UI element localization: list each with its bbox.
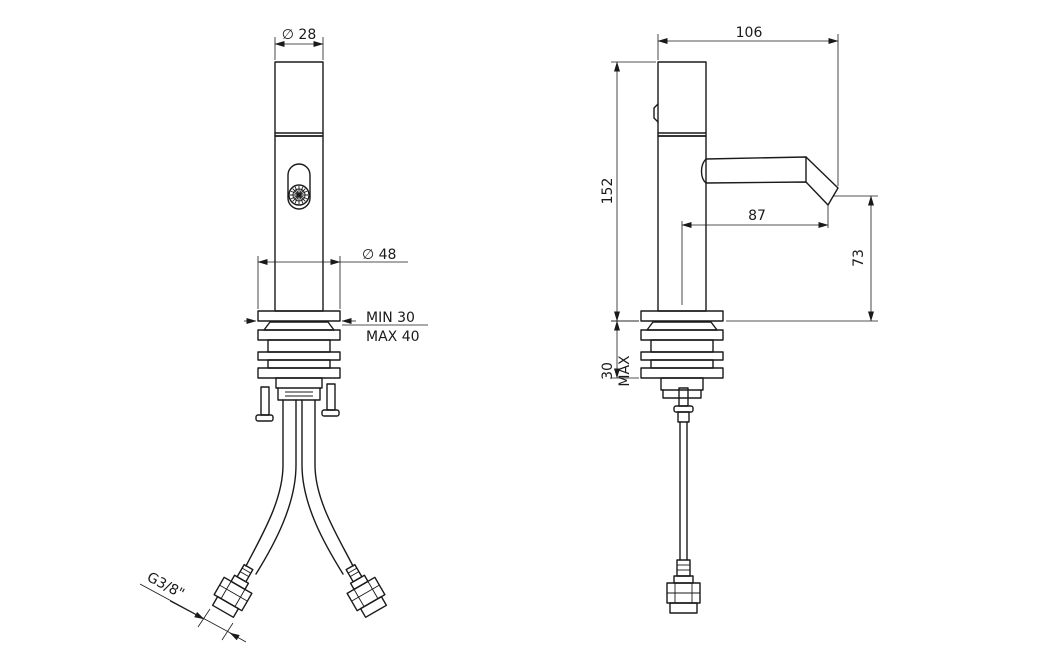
overall-projection-label: 106 [736,25,763,41]
fixing-bolt-left [255,386,274,422]
sensor-window [287,163,311,210]
side-hose [677,411,690,561]
side-lever-cap [657,61,707,137]
side-fixing-bolt [673,387,694,413]
side-mounting-stack [640,321,724,399]
spout-reach-label: 87 [748,208,766,224]
height-label: 152 [600,178,616,205]
dimension-body-diameter: ∅ 28 [274,27,324,60]
thread-label: G3/8" [144,569,187,602]
dimension-spout-reach: 87 [681,205,829,305]
dimension-deck-thickness: 30 MAX [600,320,639,387]
dimension-body-diameter-label: ∅ 28 [282,27,316,43]
side-view: 106 152 87 73 30 MAX [600,25,878,614]
front-view: ∅ 28 ∅ 48 MIN 30 MAX 40 G3/8" [139,27,428,643]
deck-min-label: MIN 30 [366,310,415,326]
front-lever-cap [274,61,324,137]
spout-height-label: 73 [851,249,867,267]
dimension-deck-range: MIN 30 MAX 40 [244,310,428,345]
side-lever-knob [653,103,659,123]
deck-thickness-label: 30 [600,362,616,380]
dimension-base-diameter: ∅ 48 [257,247,408,309]
dimension-base-diameter-label: ∅ 48 [362,247,396,263]
deck-max-label: MAX 40 [366,329,420,345]
side-base-flange [640,310,724,322]
hose-fitting-right [345,563,388,619]
flexible-hoses [245,399,354,575]
front-base-flange [257,310,341,322]
side-hose-fitting [666,559,701,614]
deck-thickness-suffix: MAX [617,355,633,387]
front-body [274,135,324,312]
aerator-icon [288,184,310,206]
dimension-overall-projection: 106 [657,25,839,186]
fixing-bolt-right [321,383,340,417]
dimension-spout-height: 73 [726,195,878,322]
dimension-height: 152 [600,61,656,322]
side-spout [705,156,839,206]
front-mounting-stack [257,321,341,401]
hose-fitting-left [211,563,254,619]
